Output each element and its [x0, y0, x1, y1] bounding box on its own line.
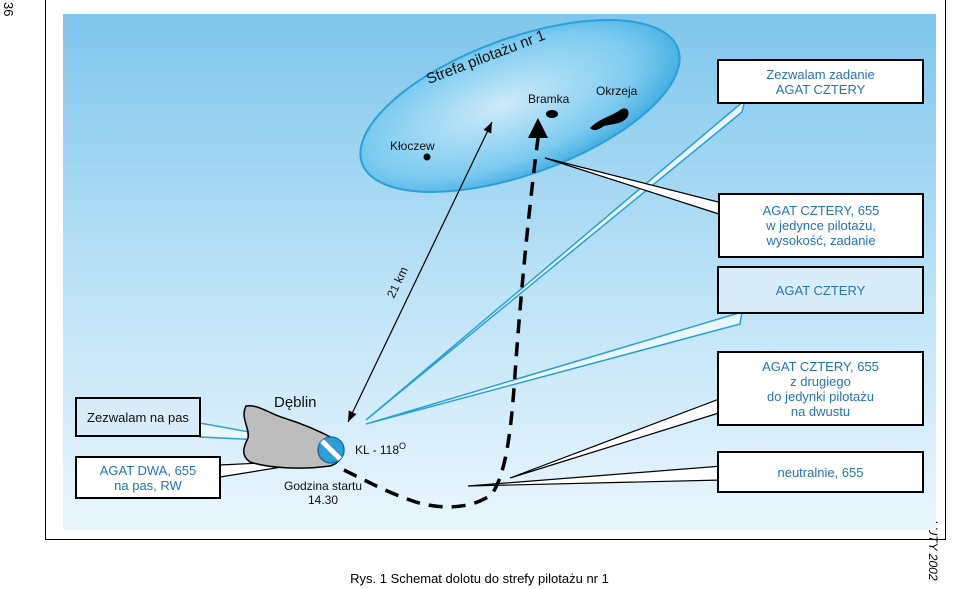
zone-point-kloczew: Kłoczew	[390, 139, 435, 153]
msg-w-jedynce: AGAT CZTERY, 655 w jedynce pilotażu, wys…	[718, 193, 924, 258]
kloczew-point	[423, 153, 431, 161]
zone-point-bramka: Bramka	[528, 92, 570, 106]
figure-frame	[45, 0, 946, 540]
msg-agat-cztery: AGAT CZTERY	[717, 266, 924, 314]
flight-path-arrowhead	[528, 118, 548, 138]
msg-agat-dwa: AGAT DWA, 655 na pas, RW	[75, 456, 221, 499]
bramka-point	[546, 110, 558, 118]
distance-arrow	[347, 121, 493, 423]
heading-label: KL - 118O	[355, 441, 407, 457]
msg-z-drugiego: AGAT CZTERY, 655 z drugiego do jedynki p…	[717, 351, 924, 426]
okrzeja-point	[590, 108, 629, 131]
figure-caption: Rys. 1 Schemat dolotu do strefy pilotażu…	[350, 571, 609, 586]
msg-neutralnie: neutralnie, 655	[717, 451, 924, 493]
msg-zezwalam-pas: Zezwalam na pas	[75, 397, 201, 437]
msg-zezwalam-zadanie: Zezwalam zadanie AGAT CZTERY	[717, 59, 924, 104]
zone-point-okrzeja: Okrzeja	[596, 84, 638, 98]
runway-symbol	[317, 436, 345, 464]
airfield-name: Dęblin	[274, 394, 317, 411]
